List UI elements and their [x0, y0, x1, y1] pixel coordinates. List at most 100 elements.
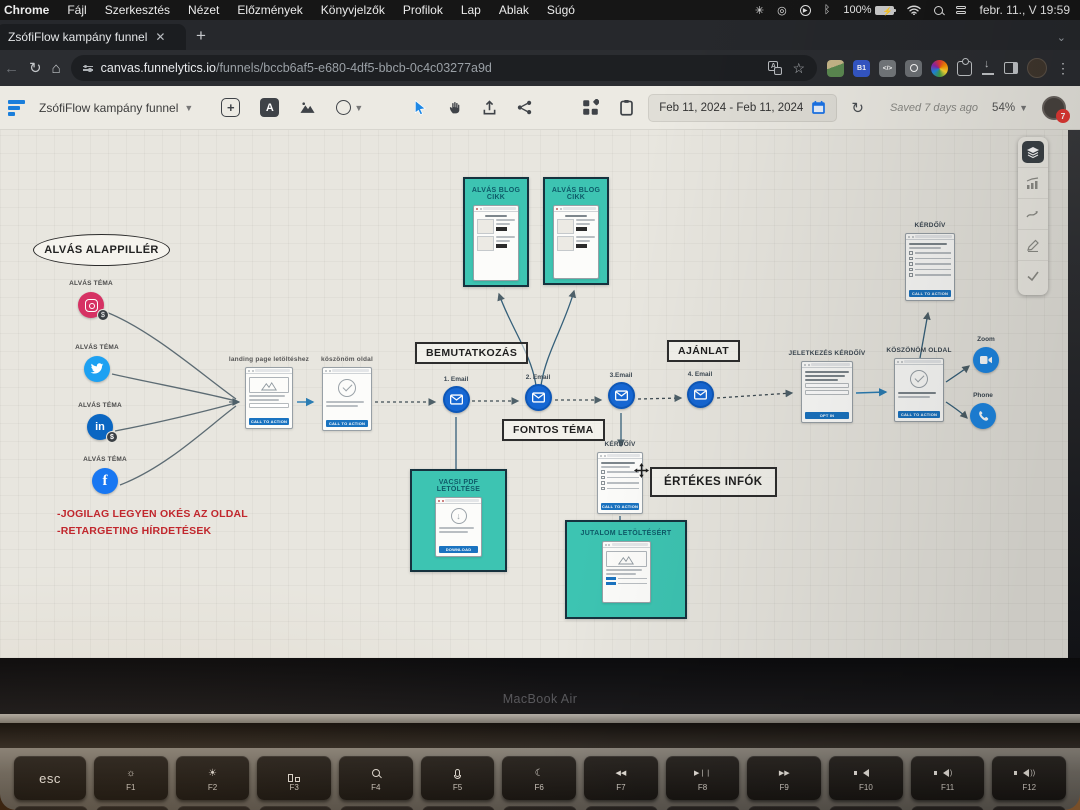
tag-ertekes-infok[interactable]: ÉRTÉKES INFÓK	[650, 467, 777, 497]
tab-search-chevron-icon[interactable]: ⌄	[1056, 32, 1066, 44]
source-instagram[interactable]: ALVÁS TÉMA $	[61, 280, 121, 321]
canvas-notes[interactable]: -JOGILAG LEGYEN OKÉS AZ OLDAL -RETARGETI…	[57, 506, 248, 540]
menu-profiles[interactable]: Profilok	[402, 3, 443, 17]
zoom-level-control[interactable]: 54% ▼	[992, 101, 1028, 114]
menu-view[interactable]: Nézet	[188, 3, 220, 17]
display-icon[interactable]: ✳	[754, 4, 765, 17]
node-signup-survey[interactable]: JELETKEZÉS KÉRDŐÍV OPT IN	[777, 350, 877, 423]
node-thankyou-page[interactable]: köszönöm oldal CALL TO ACTION	[297, 356, 397, 431]
menu-app-name[interactable]: Chrome	[4, 3, 50, 17]
colorwheel-extension-icon[interactable]	[931, 59, 948, 77]
image-tool[interactable]	[299, 101, 316, 114]
highlight-blog-2[interactable]: ALVÁS BLOG CIKK	[543, 177, 609, 285]
refresh-data-icon[interactable]: ↻	[851, 99, 864, 117]
menu-edit[interactable]: Szerkesztés	[104, 3, 171, 17]
key-f4[interactable]: F4	[339, 756, 413, 800]
camera-extension-icon[interactable]	[905, 59, 922, 77]
node-thankyou-2[interactable]: KÖSZÖNÖM OLDAL CALL TO ACTION	[869, 347, 969, 422]
tag-ajanlat[interactable]: AJÁNLAT	[667, 340, 741, 362]
menu-file[interactable]: Fájl	[67, 3, 87, 17]
tag-fontos-tema[interactable]: FONTOS TÉMA	[502, 419, 605, 441]
node-email-2[interactable]: 2. Email	[508, 374, 568, 411]
spotlight-icon[interactable]	[934, 5, 944, 15]
add-step-tool[interactable]: +	[221, 98, 241, 117]
share-tool[interactable]	[517, 100, 532, 115]
home-icon[interactable]: ⌂	[51, 59, 61, 77]
checklist-tool[interactable]	[1018, 260, 1048, 291]
highlight-pdf-download[interactable]: VACSI PDF LETÖLTÉSE ↓ DOWNLOAD	[410, 469, 507, 572]
funnel-name-dropdown[interactable]: ZsófiFlow kampány funnel ▼	[39, 101, 193, 115]
key-f12[interactable]: ))F12	[992, 756, 1067, 800]
key-f1[interactable]: ☼F1	[94, 756, 168, 800]
key-f3[interactable]: F3	[257, 756, 332, 800]
downloads-icon[interactable]: ↓	[981, 58, 995, 75]
tab-close-icon[interactable]: ✕	[155, 30, 166, 44]
highlight-blog-1[interactable]: ALVÁS BLOG CIKK	[463, 177, 529, 287]
funnelytics-logo[interactable]	[8, 99, 25, 116]
source-facebook[interactable]: ALVÁS TÉMA f	[75, 456, 135, 494]
play-circle-icon[interactable]: ▶	[799, 4, 811, 16]
back-icon[interactable]: ←	[4, 59, 19, 77]
screenshot-extension-icon[interactable]	[827, 59, 844, 77]
chrome-menu-icon[interactable]: ⋮	[1056, 59, 1070, 76]
node-zoom-call[interactable]: Zoom	[956, 336, 1016, 373]
key-f11[interactable]: )F11	[910, 756, 985, 800]
side-panel-icon[interactable]	[1004, 62, 1018, 74]
text-tool[interactable]: A	[260, 98, 280, 117]
control-center-icon[interactable]	[956, 5, 967, 15]
analytics-tool[interactable]	[1018, 167, 1048, 198]
highlight-reward[interactable]: JUTALOM LETÖLTÉSÉRT	[565, 520, 687, 619]
key-f9[interactable]: ▶▶F9	[747, 756, 822, 800]
menu-clock[interactable]: febr. 11., V 19:59	[979, 3, 1070, 17]
clipboard-icon[interactable]	[619, 99, 634, 116]
browser-tab[interactable]: ZsófiFlow kampány funnel ✕	[0, 24, 186, 50]
menu-window[interactable]: Ablak	[498, 3, 529, 17]
chrome-profile-avatar[interactable]	[1027, 58, 1047, 78]
tag-bemutatkozas[interactable]: BEMUTATKOZÁS	[415, 342, 529, 364]
source-twitter[interactable]: ALVÁS TÉMA	[67, 344, 127, 382]
key-f6[interactable]: ☾F6	[502, 756, 577, 800]
key-f2[interactable]: ☀F2	[175, 756, 250, 800]
key-f10[interactable]: F10	[829, 756, 903, 800]
date-range-picker[interactable]: Feb 11, 2024 - Feb 11, 2024	[648, 93, 838, 122]
widgets-icon[interactable]	[582, 99, 600, 116]
menu-history[interactable]: Előzmények	[237, 3, 303, 17]
pillar-ellipse[interactable]: ALVÁS ALAPPILLÉR	[33, 234, 170, 266]
bluetooth-icon[interactable]: ᛒ	[823, 4, 831, 16]
wifi-icon[interactable]	[907, 5, 922, 15]
key-esc[interactable]: esc	[14, 756, 86, 800]
key-f7[interactable]: ◀◀F7	[584, 756, 658, 800]
translate-icon[interactable]: A	[768, 61, 783, 75]
source-linkedin[interactable]: ALVÁS TÉMA in $	[70, 402, 130, 443]
menu-tab[interactable]: Lap	[460, 3, 481, 17]
node-email-1[interactable]: 1. Email	[426, 376, 486, 413]
reload-icon[interactable]: ↻	[29, 60, 42, 77]
flow-tool[interactable]	[1018, 198, 1048, 229]
site-info-icon[interactable]	[82, 64, 93, 71]
battery-icon[interactable]: 100% ⚡	[843, 4, 897, 16]
code-extension-icon[interactable]: </>	[879, 59, 896, 77]
extensions-puzzle-icon[interactable]	[957, 57, 972, 76]
node-email-3[interactable]: 3.Email	[591, 372, 651, 409]
funnel-canvas[interactable]: ALVÁS ALAPPILLÉR ALVÁS TÉMA $ ALVÁS TÉMA…	[0, 130, 1080, 658]
cursor-tool[interactable]	[413, 99, 428, 116]
url-bar[interactable]: canvas.funnelytics.io/funnels/bccb6af5-e…	[70, 55, 817, 81]
edit-tool[interactable]	[1018, 229, 1048, 260]
new-tab-button[interactable]: +	[196, 26, 206, 45]
layers-tool[interactable]	[1022, 141, 1044, 163]
node-landing-page[interactable]: landing page letöltéshez CALL TO ACTION	[219, 356, 319, 429]
user-avatar[interactable]: 7	[1042, 95, 1070, 123]
shape-tool[interactable]: ▼	[336, 100, 363, 115]
bookmark-star-icon[interactable]: ☆	[792, 59, 805, 76]
airdrop-icon[interactable]: ◎	[777, 4, 787, 17]
menu-help[interactable]: Súgó	[546, 3, 575, 17]
hand-tool[interactable]	[448, 100, 462, 115]
node-email-4[interactable]: 4. Email	[670, 371, 730, 408]
menu-bookmarks[interactable]: Könyvjelzők	[320, 3, 385, 17]
key-f5[interactable]: F5	[420, 756, 495, 800]
export-tool[interactable]	[482, 99, 497, 116]
node-survey-mid[interactable]: KÉRDŐÍV CALL TO ACTION	[570, 441, 670, 514]
key-f8[interactable]: ▶❘❘F8	[665, 756, 740, 800]
node-phone-call[interactable]: Phone	[953, 392, 1013, 429]
node-survey-top[interactable]: KÉRDŐÍV CALL TO ACTION	[880, 222, 980, 301]
